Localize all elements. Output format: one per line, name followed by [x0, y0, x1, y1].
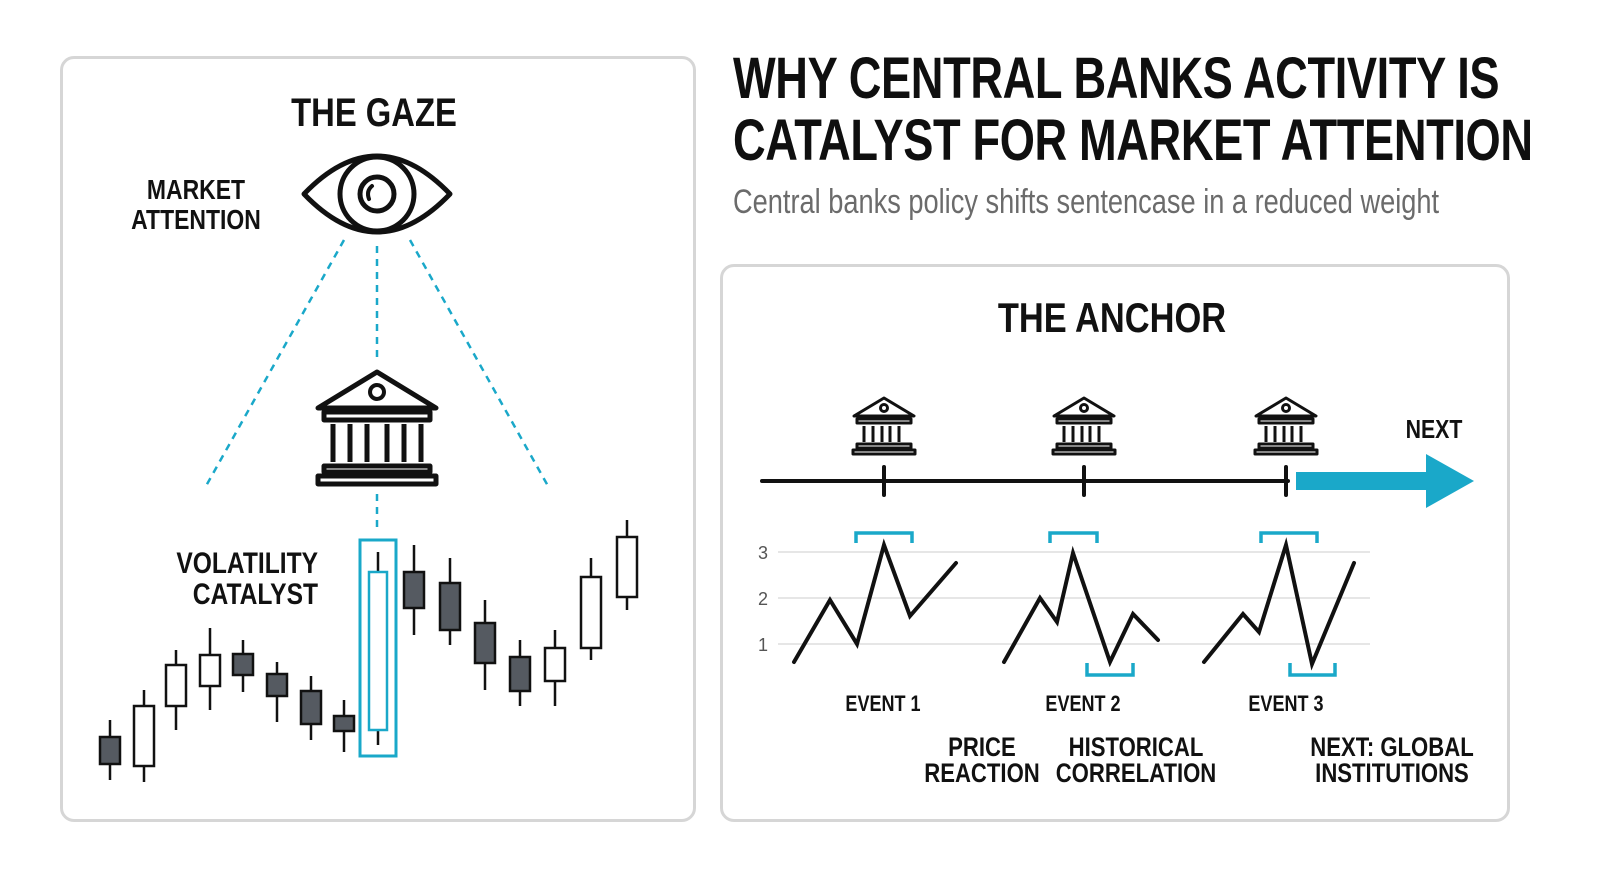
candlestick — [98, 720, 122, 780]
candle-body-bearish — [98, 735, 122, 766]
reaction-line-event-3 — [1202, 537, 1356, 671]
candle-body-bullish — [164, 663, 188, 708]
candlestick — [615, 520, 639, 610]
reaction-line-event-2 — [1002, 545, 1160, 668]
event-1-label: EVENT 1 — [845, 692, 920, 716]
market-attention-label-1: MARKET — [147, 175, 245, 206]
candle-body-bullish — [579, 575, 603, 650]
volatility-label-1: VOLATILITY — [176, 546, 318, 580]
candle-body-bearish — [508, 655, 532, 693]
headline: WHY CENTRAL BANKS ACTIVITY IS CATALYST F… — [733, 48, 1533, 172]
candlestick — [579, 558, 603, 660]
timeline — [760, 465, 1290, 497]
candlestick — [332, 700, 356, 752]
candle-body-bullish — [198, 653, 222, 688]
event-3-label: EVENT 3 — [1248, 692, 1323, 716]
next-global-label-2: INSTITUTIONS — [1315, 759, 1469, 789]
volatility-label-2: CATALYST — [193, 577, 318, 611]
candlestick — [164, 650, 188, 730]
candle-body-bearish — [231, 652, 255, 677]
candle-body-bearish — [402, 570, 426, 610]
candlestick — [402, 545, 426, 635]
candlestick — [265, 662, 289, 722]
event-2-label: EVENT 2 — [1045, 692, 1120, 716]
candle-body-bearish — [299, 689, 323, 726]
headline-line-1: WHY CENTRAL BANKS ACTIVITY IS — [733, 46, 1500, 111]
candlestick-chart — [98, 520, 639, 782]
candle-body-bearish — [473, 621, 497, 665]
candlestick — [473, 600, 497, 690]
candlestick — [438, 558, 462, 645]
next-label: NEXT — [1406, 415, 1463, 445]
candle-body-bearish — [265, 672, 289, 698]
gaze-title: THE GAZE — [291, 90, 457, 135]
candlestick — [299, 676, 323, 740]
y-tick-3: 3 — [758, 543, 768, 563]
candlestick — [132, 690, 156, 782]
bank-icon — [1253, 396, 1319, 456]
y-tick-1: 1 — [758, 635, 768, 655]
candlestick — [231, 640, 255, 692]
candlestick — [367, 552, 389, 745]
reaction-brackets — [854, 531, 1337, 677]
anchor-title: THE ANCHOR — [998, 295, 1226, 342]
candlestick — [508, 640, 532, 706]
candle-body-bullish — [132, 704, 156, 768]
candle-body-bullish — [367, 570, 389, 732]
headline-line-2: CATALYST FOR MARKET ATTENTION — [733, 108, 1533, 173]
bank-icon — [1051, 396, 1117, 456]
price-reaction-label-1: PRICE — [948, 733, 1016, 763]
bank-icon — [851, 396, 917, 456]
candle-body-bullish — [543, 646, 567, 683]
candlestick — [543, 630, 567, 706]
price-reaction-lines — [792, 537, 1356, 671]
catalyst-highlight-box — [358, 538, 398, 758]
next-global-label-1: NEXT: GLOBAL — [1310, 733, 1473, 763]
subtitle: Central banks policy shifts sentencase i… — [733, 183, 1440, 221]
eye-icon — [301, 153, 453, 235]
anchor-panel — [720, 264, 1510, 822]
historical-correlation-label-1: HISTORICAL — [1069, 733, 1204, 763]
candle-body-bearish — [332, 714, 356, 733]
attention-rays — [204, 239, 550, 532]
market-attention-label-2: ATTENTION — [131, 205, 261, 236]
candlestick — [198, 628, 222, 710]
bank-icon — [315, 369, 439, 487]
y-tick-2: 2 — [758, 589, 768, 609]
next-arrow — [1296, 454, 1474, 508]
candle-body-bearish — [438, 581, 462, 632]
historical-correlation-label-2: CORRELATION — [1056, 759, 1217, 789]
reaction-line-event-1 — [792, 538, 958, 664]
candle-body-bullish — [615, 535, 639, 599]
price-reaction-label-2: REACTION — [924, 759, 1040, 789]
